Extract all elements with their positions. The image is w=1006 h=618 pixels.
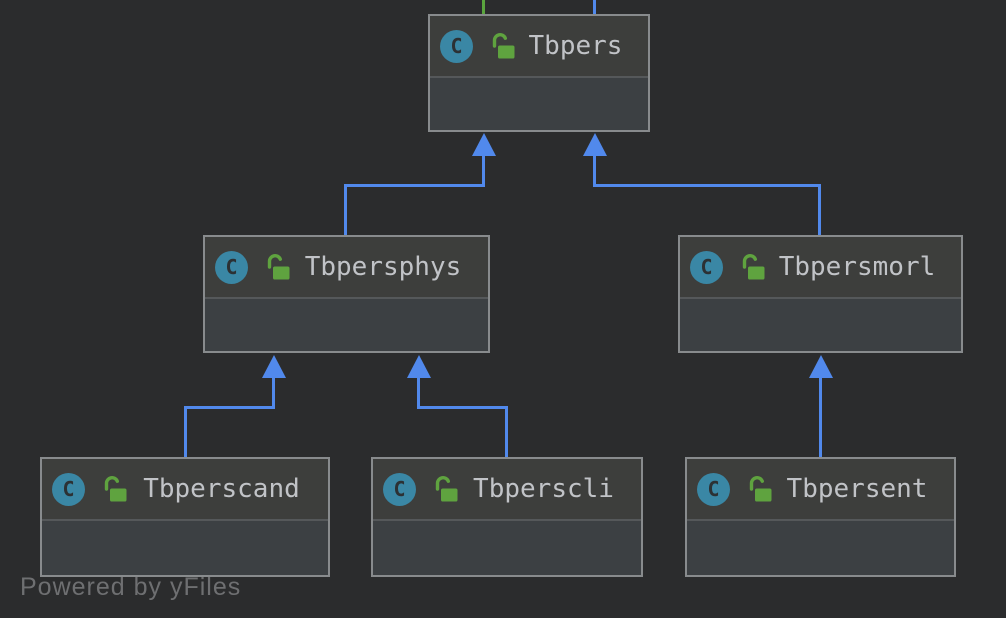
unlocked-padlock-icon [267,254,290,280]
node-body [430,78,648,128]
class-icon: C [697,472,730,506]
inheritance-arrow-icon [262,355,286,378]
class-icon: C [690,250,723,284]
node-title: Tbpersent [786,474,928,504]
node-title: Tbperscand [143,474,300,504]
node-body [373,521,641,571]
edge-segment [482,154,485,187]
edge-segment [184,406,275,409]
yfiles-watermark: Powered by yFiles [20,573,242,601]
node-title: Tbpersphys [304,252,462,282]
inheritance-arrow-icon [583,133,607,156]
node-header: C Tbperscand [42,459,328,521]
inheritance-arrow-icon [407,355,431,378]
edge-segment [818,184,821,235]
edge-segment [593,184,821,187]
edge-segment [344,184,485,187]
node-body [205,299,488,349]
unlocked-padlock-icon [435,476,458,502]
node-title: Tbpers [528,31,623,61]
edge-segment [593,0,596,16]
edge-segment [819,376,822,458]
class-icon: C [383,472,416,506]
node-header: C Tbperscli [373,459,641,521]
class-node-tbpersphys[interactable]: C Tbpersphys [203,235,490,353]
edge-segment [593,154,596,187]
class-node-tbperscand[interactable]: C Tbperscand [40,457,330,577]
node-header: C Tbpersphys [205,237,488,299]
node-body [687,521,954,571]
class-icon: C [52,472,85,506]
edge-segment [344,184,347,235]
node-title: Tbperscli [473,474,614,504]
class-node-tbpersent[interactable]: C Tbpersent [685,457,956,577]
unlocked-padlock-icon [104,476,127,502]
class-node-tbpers[interactable]: C Tbpers [428,14,650,132]
class-node-tbperscli[interactable]: C Tbperscli [371,457,643,577]
node-title: Tbpersmorl [778,252,936,282]
unlocked-padlock-icon [492,33,515,59]
class-icon: C [215,250,248,284]
node-header: C Tbpersent [687,459,954,521]
class-node-tbpersmorl[interactable]: C Tbpersmorl [678,235,963,353]
inheritance-arrow-icon [472,133,496,156]
edge-segment [184,406,187,458]
inheritance-arrow-icon [809,355,833,378]
edge-segment [505,406,508,458]
node-body [680,299,961,349]
edge-segment [482,0,485,16]
edge-segment [272,376,275,409]
node-header: C Tbpers [430,16,648,78]
edge-segment [417,376,420,409]
node-body [42,521,328,571]
unlocked-padlock-icon [742,254,765,280]
class-icon: C [440,29,473,63]
unlocked-padlock-icon [749,476,772,502]
node-header: C Tbpersmorl [680,237,961,299]
edge-segment [417,406,508,409]
